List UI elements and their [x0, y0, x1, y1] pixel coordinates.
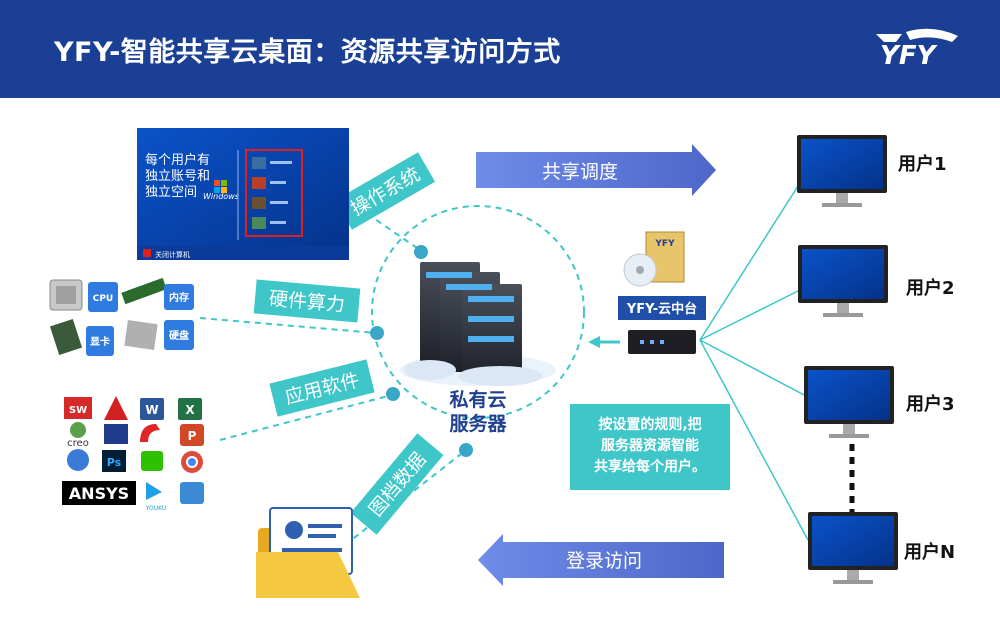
middleware-label: YFY-云中台	[626, 301, 697, 317]
middleware-image: YFY YFY-云中台	[618, 231, 706, 354]
hardware-icons: CPU 内存 显卡 硬盘	[49, 277, 194, 356]
svg-text:Ps: Ps	[107, 456, 122, 469]
monitor-1	[797, 135, 887, 207]
apps-dot	[386, 387, 400, 401]
server-label-1: 私有云	[449, 388, 506, 411]
server-ring	[371, 205, 585, 419]
note-line-1: 按设置的规则,把	[598, 416, 701, 433]
user-connector-lines	[699, 185, 809, 541]
login-arrow: 登录访问	[478, 534, 724, 586]
svg-text:YFY: YFY	[880, 41, 939, 70]
folder-image	[256, 507, 360, 598]
login-screen-image: 每个用户有 独立账号和 独立空间 Windows 关闭计算机	[137, 128, 349, 260]
svg-text:关闭计算机: 关闭计算机	[155, 250, 190, 259]
server-image	[400, 262, 556, 386]
yfy-logo: YFY	[876, 28, 958, 70]
hardware-dot	[370, 326, 384, 340]
files-connector-line	[344, 449, 467, 546]
header-bar: YFY-智能共享云桌面：资源共享访问方式 YFY	[0, 0, 1000, 98]
os-tag	[334, 152, 436, 230]
apps-tag	[269, 359, 375, 417]
svg-text:Windows: Windows	[203, 192, 239, 201]
server-label-2: 服务器	[449, 412, 507, 435]
user-n-label: 用户N	[904, 542, 956, 563]
hardware-tag	[253, 279, 361, 323]
monitor-3	[804, 366, 894, 438]
monitor-2	[798, 245, 888, 317]
monitor-n	[808, 512, 898, 584]
svg-text:显卡: 显卡	[90, 335, 110, 348]
svg-text:独立账号和: 独立账号和	[145, 169, 210, 184]
share-arrow-label: 共享调度	[542, 161, 618, 183]
svg-text:硬盘: 硬盘	[169, 329, 189, 342]
user-2-label: 用户2	[906, 278, 955, 299]
diagram-canvas: 操作系统 硬件算力 应用软件 图档数据 每个用户有 独立账号和 独立空间 Win…	[49, 128, 898, 598]
os-dot	[414, 245, 428, 259]
app-icons: SW W X creo P Ps ANSYS YOUKU	[62, 396, 204, 512]
svg-text:P: P	[188, 429, 197, 443]
user-3-label: 用户3	[906, 394, 955, 415]
share-arrow: 共享调度	[476, 144, 716, 196]
svg-text:CPU: CPU	[93, 294, 114, 304]
apps-connector-line	[219, 394, 393, 441]
page-title: YFY-智能共享云桌面：资源共享访问方式	[54, 37, 561, 68]
svg-text:内存: 内存	[169, 291, 189, 304]
files-tag	[350, 433, 444, 535]
svg-text:SW: SW	[69, 405, 87, 416]
files-dot	[459, 443, 473, 457]
svg-text:每个用户有: 每个用户有	[145, 152, 210, 168]
svg-text:X: X	[185, 403, 195, 417]
note-line-3: 共享给每个用户。	[594, 458, 706, 475]
hardware-connector-line	[199, 317, 377, 334]
svg-text:YOUKU: YOUKU	[145, 505, 167, 512]
svg-text:creo: creo	[67, 438, 89, 449]
svg-text:ANSYS: ANSYS	[69, 484, 129, 503]
note-box	[570, 404, 730, 490]
login-arrow-label: 登录访问	[566, 550, 642, 572]
svg-text:独立空间: 独立空间	[145, 185, 197, 200]
note-line-2: 服务器资源智能	[601, 437, 699, 454]
svg-text:YFY: YFY	[654, 239, 675, 249]
user-1-label: 用户1	[898, 154, 947, 175]
svg-text:W: W	[145, 403, 158, 417]
